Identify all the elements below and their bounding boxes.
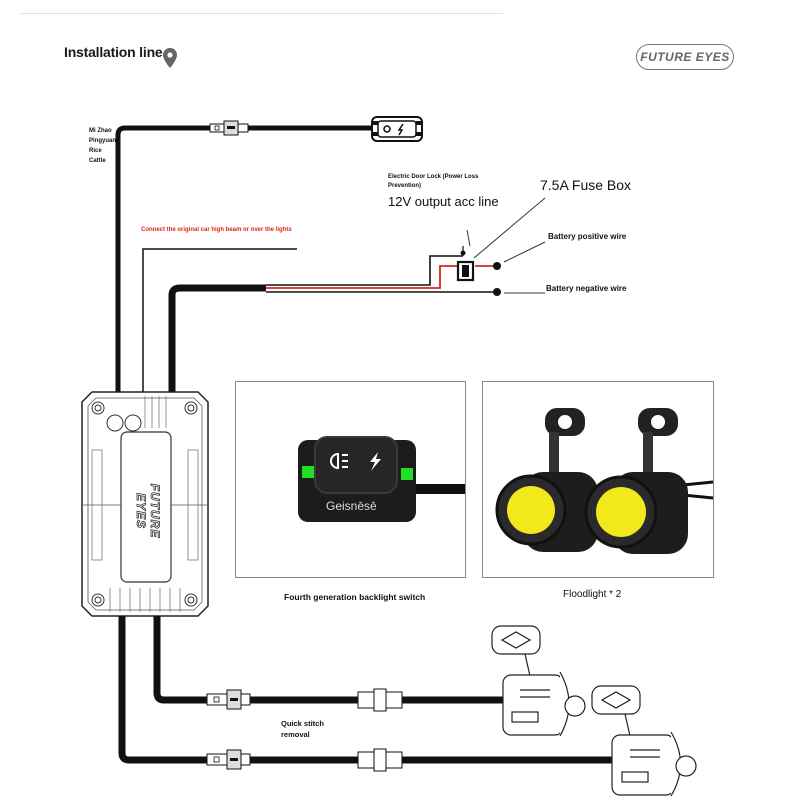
- floodlight-caption: Floodlight * 2: [563, 589, 622, 600]
- switch-photo-panel: Geisnēsē: [235, 381, 466, 578]
- page-title-text: Installation line: [64, 44, 163, 60]
- switch-caption: Fourth generation backlight switch: [284, 592, 426, 602]
- quick-stitch-line: removal: [281, 730, 310, 739]
- high-beam-note: Connect the original car high beam or ov…: [141, 227, 292, 233]
- lightning-icon: [370, 452, 381, 471]
- floodlight-drawing-2: [591, 685, 697, 797]
- indicator-led-left: [302, 466, 314, 478]
- quick-connector-1: [206, 688, 403, 712]
- door-lock-note: Electric Door Lock (Power Loss Preventio…: [388, 174, 479, 189]
- indicator-led-right: [401, 468, 413, 480]
- battery-negative-label: Battery negative wire: [546, 284, 627, 293]
- side-note-line: Pingyuan: [89, 138, 117, 144]
- switch-device-brand: Geisnēsē: [326, 499, 377, 513]
- side-note-line: Rice: [89, 148, 102, 154]
- side-note-line: Mi Zhao: [89, 128, 112, 134]
- quick-stitch-label: Quick stitch removal: [281, 718, 324, 740]
- headlight-icon: [330, 452, 348, 470]
- high-beam-wire: [142, 248, 297, 395]
- page-title: Installation line: [64, 44, 163, 60]
- floodlight-photo: [495, 408, 713, 554]
- battery-positive-label: Battery positive wire: [548, 232, 627, 241]
- acc-line-label: 12V output acc line: [388, 194, 499, 209]
- controller-box: [81, 391, 209, 617]
- switch-photo: [298, 436, 465, 522]
- side-note: Mi Zhao Pingyuan Rice Cattle: [89, 126, 116, 166]
- brand-badge: FUTURE EYES: [636, 44, 734, 70]
- fuse-box-label: 7.5A Fuse Box: [540, 177, 632, 193]
- controller-brand: FUTURE EYES: [134, 483, 163, 539]
- location-pin-icon: [163, 48, 177, 68]
- top-divider: [20, 13, 503, 14]
- floodlight-right: [584, 408, 688, 554]
- brand-badge-text: FUTURE EYES: [640, 50, 730, 64]
- floodlight-drawing-1: [491, 625, 586, 737]
- switch-wire: [115, 125, 375, 395]
- floodlight-left: [495, 408, 598, 552]
- power-cable: [168, 284, 266, 395]
- floodlight-wire-2: [118, 616, 620, 764]
- floodlight-wire-1: [153, 616, 505, 704]
- quick-stitch-line: Quick stitch: [281, 719, 324, 728]
- floodlight-photo-panel: [482, 381, 714, 578]
- top-connector: [209, 120, 249, 136]
- mini-switch-drawing: [371, 116, 423, 142]
- quick-connector-2: [206, 748, 403, 772]
- side-note-line: Cattle: [89, 158, 106, 164]
